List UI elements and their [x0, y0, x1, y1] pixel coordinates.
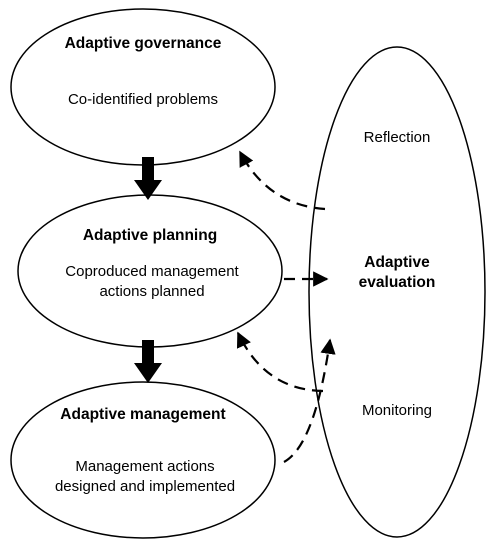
reflection-to-governance-arrow [239, 150, 326, 211]
management-to-evaluation-arrow [283, 338, 336, 463]
governance-title: Adaptive governance [64, 35, 222, 52]
reflection-label: Reflection [363, 129, 431, 146]
planning-to-management-arrow [134, 340, 162, 383]
management-title: Adaptive management [60, 406, 226, 423]
monitoring-to-planning-arrow [236, 331, 324, 393]
planning-title: Adaptive planning [82, 227, 218, 244]
management-text: Management actions designed and implemen… [54, 458, 236, 495]
management-ellipse [10, 381, 276, 539]
evaluation-ellipse [308, 46, 486, 538]
monitoring-label: Monitoring [361, 402, 433, 419]
governance-text: Co-identified problems [67, 91, 219, 108]
governance-ellipse [10, 8, 276, 166]
governance-to-planning-arrow [134, 157, 162, 200]
evaluation-title: Adaptive evaluation [358, 254, 436, 292]
planning-text: Coproduced management actions planned [65, 263, 239, 300]
